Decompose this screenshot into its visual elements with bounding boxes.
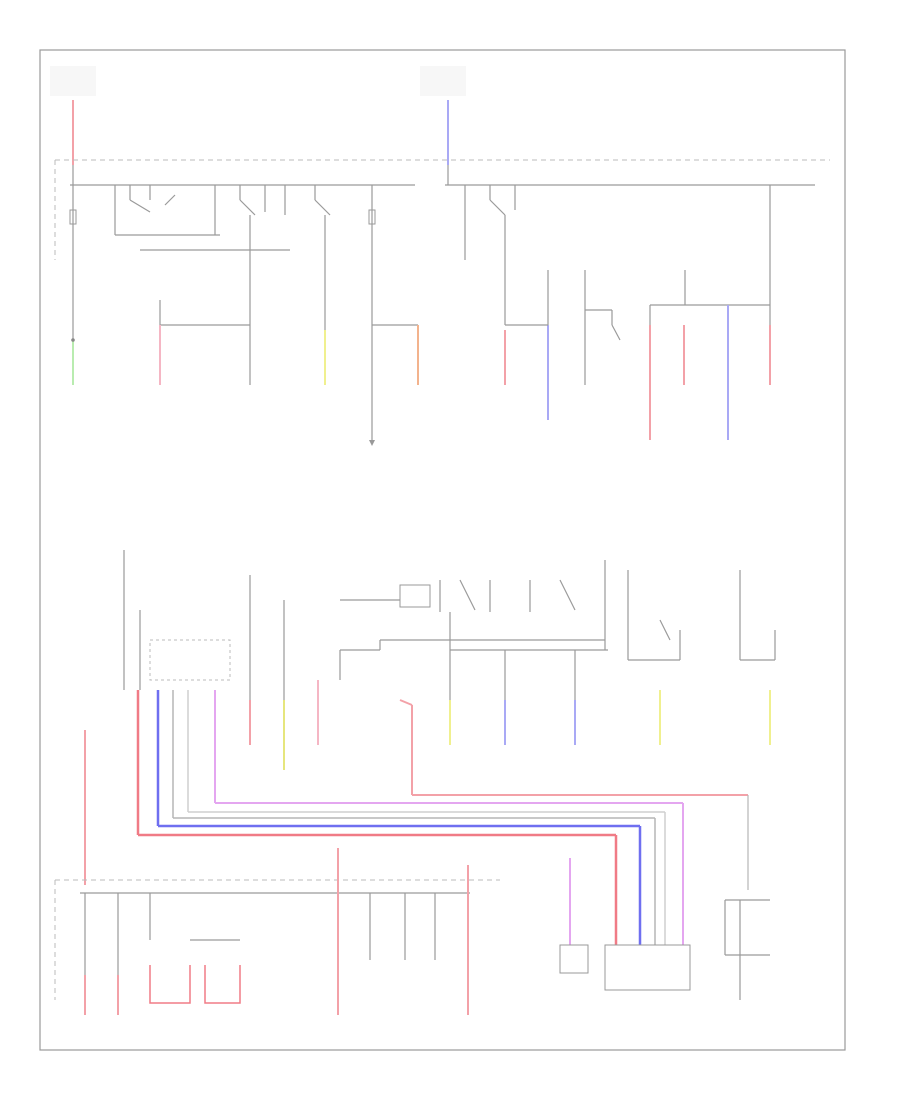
middle-fuses bbox=[249, 575, 319, 770]
middle-right-relays bbox=[627, 570, 776, 745]
middle-module bbox=[139, 610, 231, 690]
lower-connector-block bbox=[604, 944, 691, 991]
relay-switch-2 bbox=[214, 185, 266, 385]
fuse-output-orange bbox=[368, 185, 419, 446]
lower-right-switch bbox=[724, 899, 770, 1000]
harness-light-grey-run bbox=[187, 690, 666, 945]
middle-relay-block bbox=[339, 560, 608, 745]
top-left-power-source bbox=[50, 66, 96, 165]
lower-violet-component bbox=[559, 858, 589, 974]
fuse-output-blue-1 bbox=[505, 270, 549, 420]
relay-switch-3 bbox=[284, 185, 331, 385]
harness-violet-run bbox=[214, 690, 684, 945]
fuse-output-grey-pair bbox=[584, 270, 621, 385]
harness-red-run bbox=[136, 690, 618, 945]
lower-fuses-center bbox=[337, 848, 469, 1015]
lower-fuses-left bbox=[84, 893, 241, 1015]
top-center-power-source bbox=[420, 66, 466, 165]
fuse-output-right-cluster bbox=[649, 185, 771, 440]
diagram-frame bbox=[39, 49, 846, 1051]
harness-blue-run bbox=[156, 690, 642, 945]
harness-grey-run bbox=[172, 690, 656, 945]
fuse-output-pink-1 bbox=[159, 300, 250, 385]
fuse-output-green bbox=[69, 185, 77, 385]
harness-pink-feed bbox=[399, 699, 749, 890]
relay-switch-4 bbox=[464, 185, 516, 325]
relay-switch-1 bbox=[114, 185, 220, 236]
